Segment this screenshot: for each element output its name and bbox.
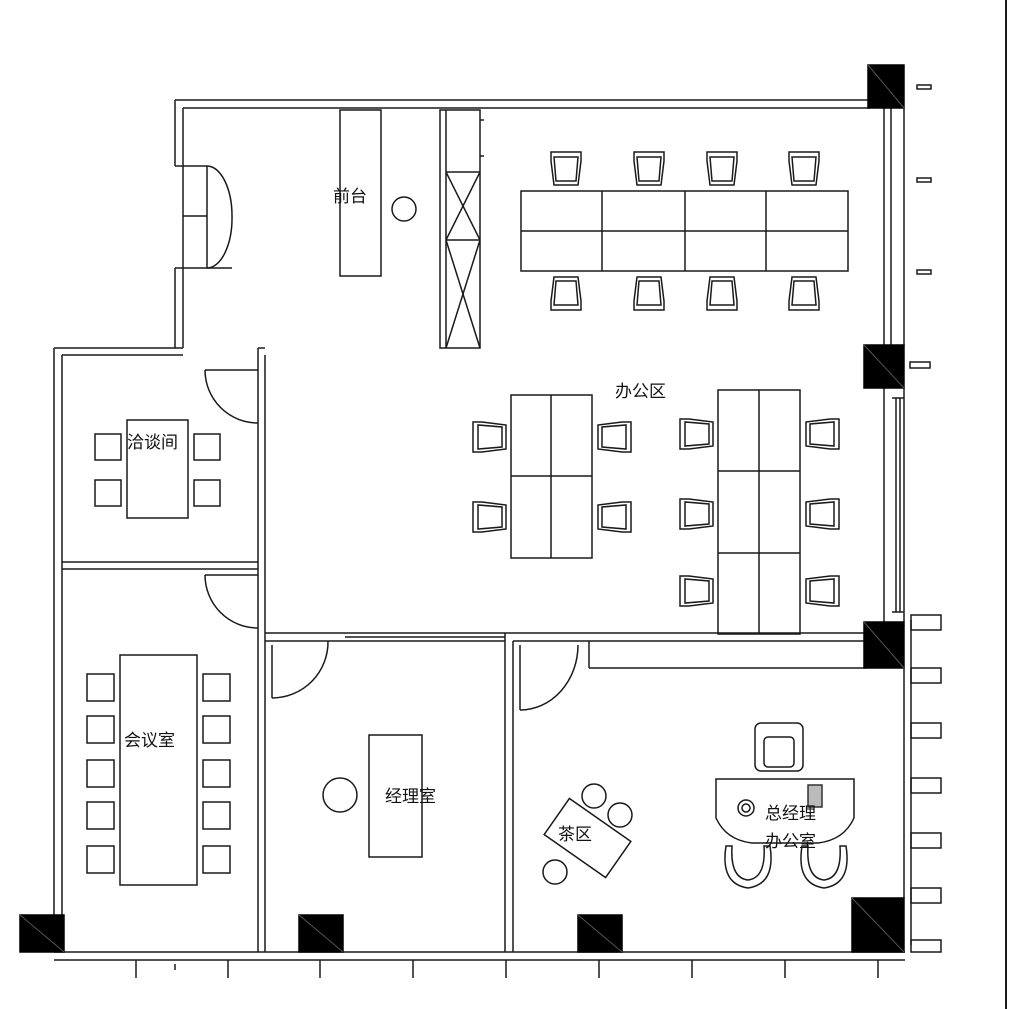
gm-chair xyxy=(754,722,804,772)
reception-label: 前台 xyxy=(333,187,367,207)
tea-furniture xyxy=(542,783,633,885)
manager-chair xyxy=(322,777,358,813)
meeting-furniture xyxy=(86,654,231,886)
office-chair xyxy=(633,151,665,186)
meeting-room-door xyxy=(204,574,259,629)
office-chair xyxy=(472,501,507,533)
negotiation-furniture xyxy=(94,419,221,519)
office-chair xyxy=(805,498,840,530)
office-chair xyxy=(597,421,632,453)
gm-office-label-line2: 办公室 xyxy=(765,832,816,852)
entrance-double-door xyxy=(182,165,233,269)
structural-columns xyxy=(19,64,905,953)
reception-furniture xyxy=(339,109,484,349)
office-chair xyxy=(788,276,820,311)
reception-stool xyxy=(391,196,417,222)
meeting-room-label: 会议室 xyxy=(124,731,175,751)
office-chair xyxy=(597,501,632,533)
office-chair xyxy=(706,276,738,311)
doors xyxy=(182,165,579,711)
top-workstations xyxy=(520,190,849,272)
manager-office-label: 经理室 xyxy=(385,787,436,807)
meeting-table xyxy=(119,654,198,886)
tea-table xyxy=(543,797,632,879)
reception-desk xyxy=(339,109,382,277)
desk-decor xyxy=(807,784,823,808)
left-workstation-block xyxy=(510,394,593,559)
office-area-label: 办公区 xyxy=(615,382,666,402)
negotiation-room-label: 洽谈间 xyxy=(127,433,178,453)
negotiation-table xyxy=(126,419,189,519)
interior-walls xyxy=(62,347,866,952)
column xyxy=(863,621,905,669)
manager-furniture xyxy=(322,734,423,858)
visitor-armchair xyxy=(800,845,848,889)
storage-cabinet xyxy=(439,109,484,349)
tea-area-label: 茶区 xyxy=(558,825,592,845)
office-chair xyxy=(805,575,840,607)
office-chair xyxy=(550,151,582,186)
office-chair xyxy=(679,418,714,450)
column xyxy=(867,64,905,109)
gm-office-label-line1: 总经理 xyxy=(765,804,816,824)
office-chair xyxy=(550,276,582,311)
wall-ticks xyxy=(135,84,942,978)
office-chair xyxy=(805,418,840,450)
right-workstation-block xyxy=(717,389,801,635)
column xyxy=(19,914,65,953)
column xyxy=(851,897,905,953)
office-chair xyxy=(788,151,820,186)
column xyxy=(298,914,344,953)
office-chair xyxy=(706,151,738,186)
manager-office-door xyxy=(271,640,329,699)
gm-desk xyxy=(715,778,855,844)
office-chair xyxy=(472,421,507,453)
manager-desk xyxy=(368,734,423,858)
column xyxy=(863,344,905,389)
gm-office-door xyxy=(519,644,579,711)
office-chair xyxy=(633,276,665,311)
column xyxy=(577,914,623,953)
office-chair xyxy=(679,575,714,607)
office-chair xyxy=(679,498,714,530)
negotiation-room-door xyxy=(204,369,259,424)
gm-furniture xyxy=(715,778,855,844)
visitor-armchair xyxy=(724,845,772,889)
